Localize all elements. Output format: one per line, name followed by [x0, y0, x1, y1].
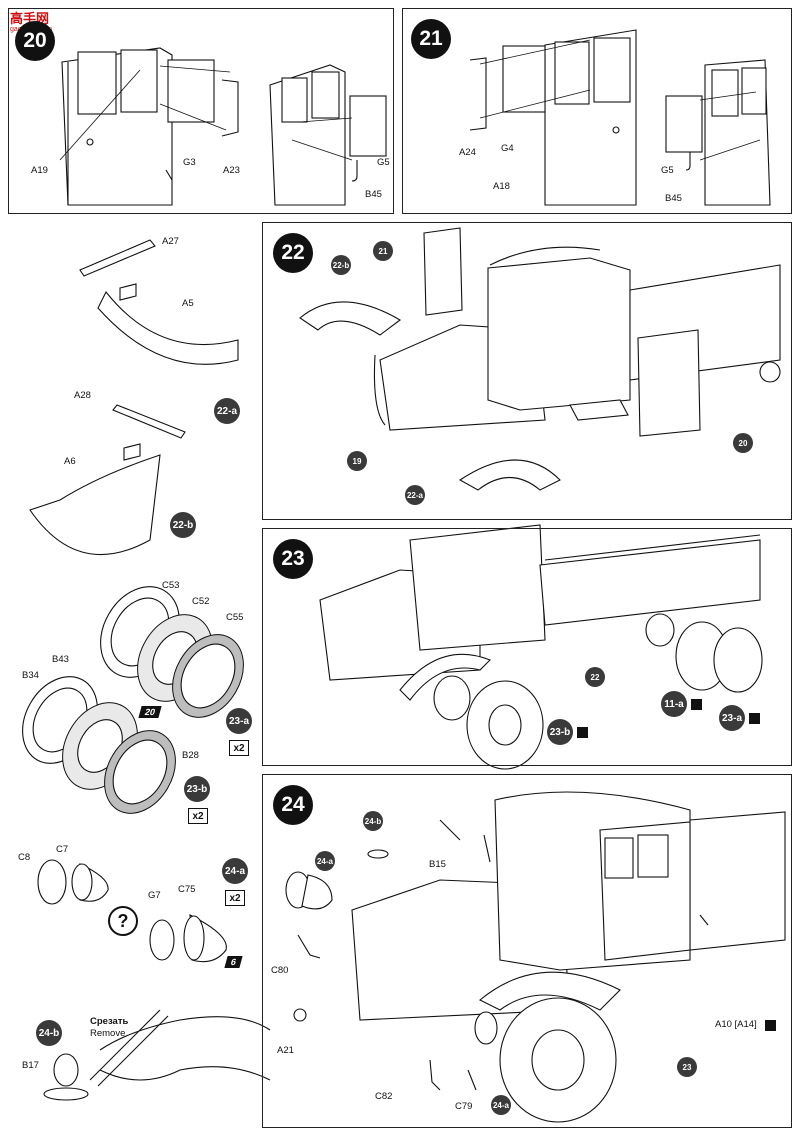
step20-door-drawing	[59, 47, 387, 206]
label-c80: C80	[271, 965, 289, 976]
step21-panel: 21 A24 G4 A18 G5 B45	[402, 8, 792, 214]
cut-label-en: Remove	[90, 1028, 126, 1039]
callout-20: 20	[733, 433, 753, 453]
label-g3: G3	[183, 157, 196, 168]
label-c75: C75	[178, 884, 196, 895]
label-c7: C7	[56, 844, 69, 855]
callout-22b: 22-b	[170, 512, 196, 538]
step23-number: 23	[273, 539, 313, 579]
label-a5: A5	[182, 298, 194, 309]
callout-24a: 24-a	[222, 858, 248, 884]
step24-panel: 24 B15 C80 A21 C82 C79 A10 [A14] 24-b 24…	[262, 774, 792, 1128]
callout-24b: 24-b	[36, 1020, 62, 1046]
callout-22: 22	[585, 667, 605, 687]
callout-23b: 23-b	[184, 776, 210, 802]
label-a6: A6	[64, 456, 76, 467]
step20-number: 20	[15, 21, 55, 61]
label-a23: A23	[223, 165, 240, 176]
callout-23a: 23-a	[719, 705, 745, 731]
label-b17: B17	[22, 1060, 39, 1071]
step24-truck-drawing	[285, 791, 786, 1123]
mirror-icon-11a	[691, 699, 702, 710]
label-a27: A27	[162, 236, 179, 247]
step20-panel: 20 A19 G3 A23 G5 B45	[8, 8, 394, 214]
label-g5: G5	[377, 157, 390, 168]
step23-truck-drawing	[319, 524, 763, 770]
callout-19: 19	[347, 451, 367, 471]
callout-24b: 24-b	[363, 811, 383, 831]
label-b43: B43	[52, 654, 69, 665]
label-b15: B15	[429, 859, 446, 870]
callout-23b: 23-b	[547, 719, 573, 745]
fender-parts-drawing	[29, 239, 239, 556]
ref-step-20: 20	[138, 706, 162, 718]
emblem-hand-drawing	[43, 1009, 271, 1101]
ref-step-6: 6	[224, 956, 243, 968]
callout-24a-bottom: 24-a	[491, 1095, 511, 1115]
callout-21: 21	[373, 241, 393, 261]
callout-11a: 11-a	[661, 691, 687, 717]
label-a28: A28	[74, 390, 91, 401]
label-b28: B28	[182, 750, 199, 761]
label-a10-a14: A10 [A14]	[715, 1019, 757, 1030]
label-b45: B45	[665, 193, 682, 204]
cut-label-ru: Срезать	[90, 1016, 129, 1027]
mirror-icon-a10	[765, 1020, 776, 1031]
callout-22a: 22-a	[214, 398, 240, 424]
step23-panel: 23 22 11-a 23-a 23-b	[262, 528, 792, 766]
label-b34: B34	[22, 670, 39, 681]
label-c52: C52	[192, 596, 210, 607]
label-a18: A18	[493, 181, 510, 192]
step22-panel: 22 22-b 21 19 22-a 20	[262, 222, 792, 520]
label-a21: A21	[277, 1045, 294, 1056]
label-c8: C8	[18, 852, 31, 863]
multiplier-x2-23b: x2	[188, 808, 208, 824]
label-c82: C82	[375, 1091, 393, 1102]
label-g4: G4	[501, 143, 514, 154]
label-g7: G7	[148, 890, 161, 901]
wheel-parts-drawing	[22, 586, 244, 814]
callout-23: 23	[677, 1057, 697, 1077]
step21-door-drawing	[469, 29, 771, 206]
question-icon: ?	[108, 906, 138, 936]
label-c55: C55	[226, 612, 244, 623]
step22-truck-drawing	[299, 227, 781, 491]
multiplier-x2-23a: x2	[229, 740, 249, 756]
callout-22b: 22-b	[331, 255, 351, 275]
label-c53: C53	[162, 580, 180, 591]
mirror-icon-23a	[749, 713, 760, 724]
label-c79: C79	[455, 1101, 473, 1112]
mirror-icon-23b	[577, 727, 588, 738]
step21-number: 21	[411, 19, 451, 59]
callout-23a: 23-a	[226, 708, 252, 734]
callout-24a-top: 24-a	[315, 851, 335, 871]
label-a19: A19	[31, 165, 48, 176]
multiplier-x2-24a: x2	[225, 890, 245, 906]
step22-number: 22	[273, 233, 313, 273]
lamp-parts-drawing	[37, 859, 227, 963]
label-a24: A24	[459, 147, 476, 158]
callout-22a: 22-a	[405, 485, 425, 505]
label-b45: B45	[365, 189, 382, 200]
label-g5: G5	[661, 165, 674, 176]
step24-number: 24	[273, 785, 313, 825]
